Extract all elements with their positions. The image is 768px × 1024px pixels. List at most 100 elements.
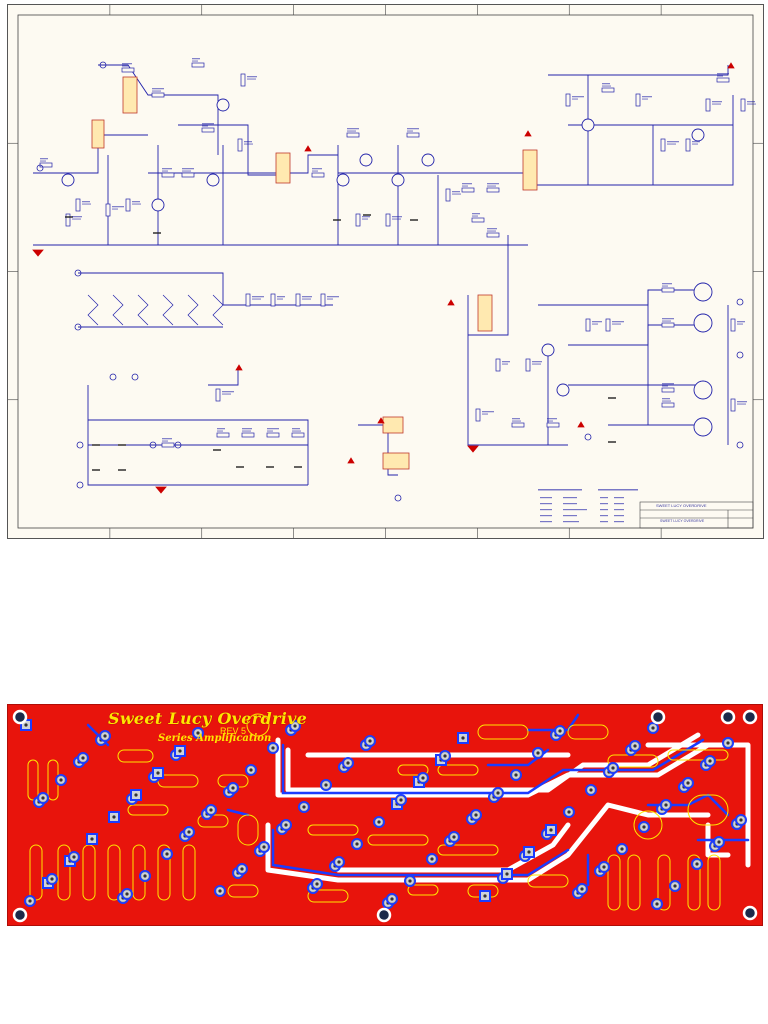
annotation-mark bbox=[302, 296, 312, 298]
resistor bbox=[355, 213, 361, 227]
annotation-mark bbox=[72, 216, 82, 218]
silkscreen-outline bbox=[657, 854, 671, 911]
pcb-pad bbox=[55, 774, 67, 786]
pcb-pads bbox=[20, 719, 747, 910]
pcb-pad bbox=[108, 811, 120, 823]
pcb-pad bbox=[46, 873, 58, 885]
pcb-pad bbox=[77, 752, 89, 764]
annotation-mark bbox=[277, 298, 283, 300]
resistor bbox=[660, 138, 666, 152]
resistor bbox=[730, 398, 736, 412]
annotation-mark bbox=[717, 73, 729, 75]
silkscreen-outline bbox=[27, 759, 39, 801]
pcb-top-traces bbox=[265, 732, 751, 883]
resistor bbox=[661, 287, 675, 293]
annotation-mark bbox=[112, 206, 124, 208]
annotation-mark bbox=[277, 296, 285, 298]
resistor bbox=[705, 98, 711, 112]
annotation-mark bbox=[692, 141, 700, 143]
pcb-pad bbox=[404, 875, 416, 887]
annotation-mark bbox=[737, 403, 746, 405]
annotation-mark bbox=[162, 170, 168, 172]
pcb-revision: REV 5 bbox=[220, 726, 247, 736]
annotation-mark bbox=[242, 428, 252, 430]
annotation-mark bbox=[267, 430, 273, 432]
annotation-mark bbox=[122, 63, 132, 65]
pcb-pad bbox=[647, 722, 659, 734]
annotation-mark bbox=[312, 168, 322, 170]
notes-table bbox=[538, 489, 638, 523]
title-block-title: SWEET LUCY OVERDRIVE bbox=[656, 503, 707, 508]
pcb-pad bbox=[258, 841, 270, 853]
pcb-pad bbox=[669, 880, 681, 892]
pcb-pad bbox=[479, 890, 491, 902]
pcb-pad bbox=[373, 816, 385, 828]
annotation-mark bbox=[222, 391, 234, 393]
annotation-mark bbox=[532, 363, 541, 365]
annotation-mark bbox=[362, 216, 370, 218]
silkscreen-outline bbox=[667, 749, 729, 761]
pcb-pad bbox=[245, 764, 257, 776]
annotation-mark bbox=[662, 283, 672, 285]
pcb-pad bbox=[333, 856, 345, 868]
annotation-mark bbox=[252, 298, 261, 300]
pcb-pad bbox=[523, 846, 535, 858]
pcb-pad bbox=[280, 819, 292, 831]
annotation-mark bbox=[502, 361, 510, 363]
annotation-mark bbox=[152, 88, 164, 90]
silkscreen-outline bbox=[82, 844, 96, 901]
pcb-pad bbox=[457, 732, 469, 744]
resistor bbox=[105, 203, 111, 217]
annotation-mark bbox=[712, 103, 721, 105]
annotation-mark bbox=[292, 428, 300, 430]
annotation-mark bbox=[162, 168, 172, 170]
annotation-mark bbox=[72, 218, 81, 220]
annotation-mark bbox=[217, 430, 223, 432]
pcb-pad bbox=[616, 843, 628, 855]
annotation-mark bbox=[222, 393, 231, 395]
pcb-pad bbox=[563, 806, 575, 818]
annotation-mark bbox=[662, 320, 671, 322]
pcb-pad bbox=[236, 863, 248, 875]
pcb-pad bbox=[638, 821, 650, 833]
resistor bbox=[237, 138, 243, 152]
annotation-mark bbox=[40, 160, 46, 162]
resistor bbox=[605, 318, 611, 332]
pcb-pad bbox=[364, 735, 376, 747]
resistor bbox=[245, 293, 251, 307]
resistor bbox=[406, 132, 420, 138]
resistor bbox=[161, 442, 175, 448]
resistor bbox=[75, 198, 81, 212]
annotation-mark bbox=[217, 428, 225, 430]
annotation-mark bbox=[662, 318, 674, 320]
pcb-pad bbox=[532, 747, 544, 759]
annotation-mark bbox=[347, 130, 356, 132]
silkscreen-outline bbox=[117, 749, 154, 763]
annotation-mark bbox=[452, 191, 460, 193]
annotation-mark bbox=[242, 430, 251, 432]
silkscreen-outline bbox=[307, 824, 359, 836]
resistor bbox=[475, 408, 481, 422]
annotation-mark bbox=[532, 361, 542, 363]
pcb-pad bbox=[713, 836, 725, 848]
resistor bbox=[495, 358, 501, 372]
tone-stack bbox=[87, 294, 224, 326]
resistor bbox=[445, 188, 451, 202]
annotation-mark bbox=[747, 103, 756, 105]
annotation-mark bbox=[247, 76, 257, 78]
resistor bbox=[486, 187, 500, 193]
pcb-pad bbox=[417, 772, 429, 784]
resistor bbox=[661, 322, 675, 328]
pcb-pad bbox=[585, 784, 597, 796]
pcb-pad bbox=[311, 878, 323, 890]
annotation-mark bbox=[612, 321, 624, 323]
silkscreen-outline bbox=[437, 844, 499, 856]
annotation-mark bbox=[747, 101, 755, 103]
pcb-mounting-holes bbox=[12, 709, 758, 923]
annotation-mark bbox=[487, 185, 496, 187]
annotation-mark bbox=[392, 218, 401, 220]
pcb-pad bbox=[161, 848, 173, 860]
silkscreen-outline bbox=[397, 764, 429, 776]
resistor bbox=[471, 217, 485, 223]
pcb-pad bbox=[68, 851, 80, 863]
